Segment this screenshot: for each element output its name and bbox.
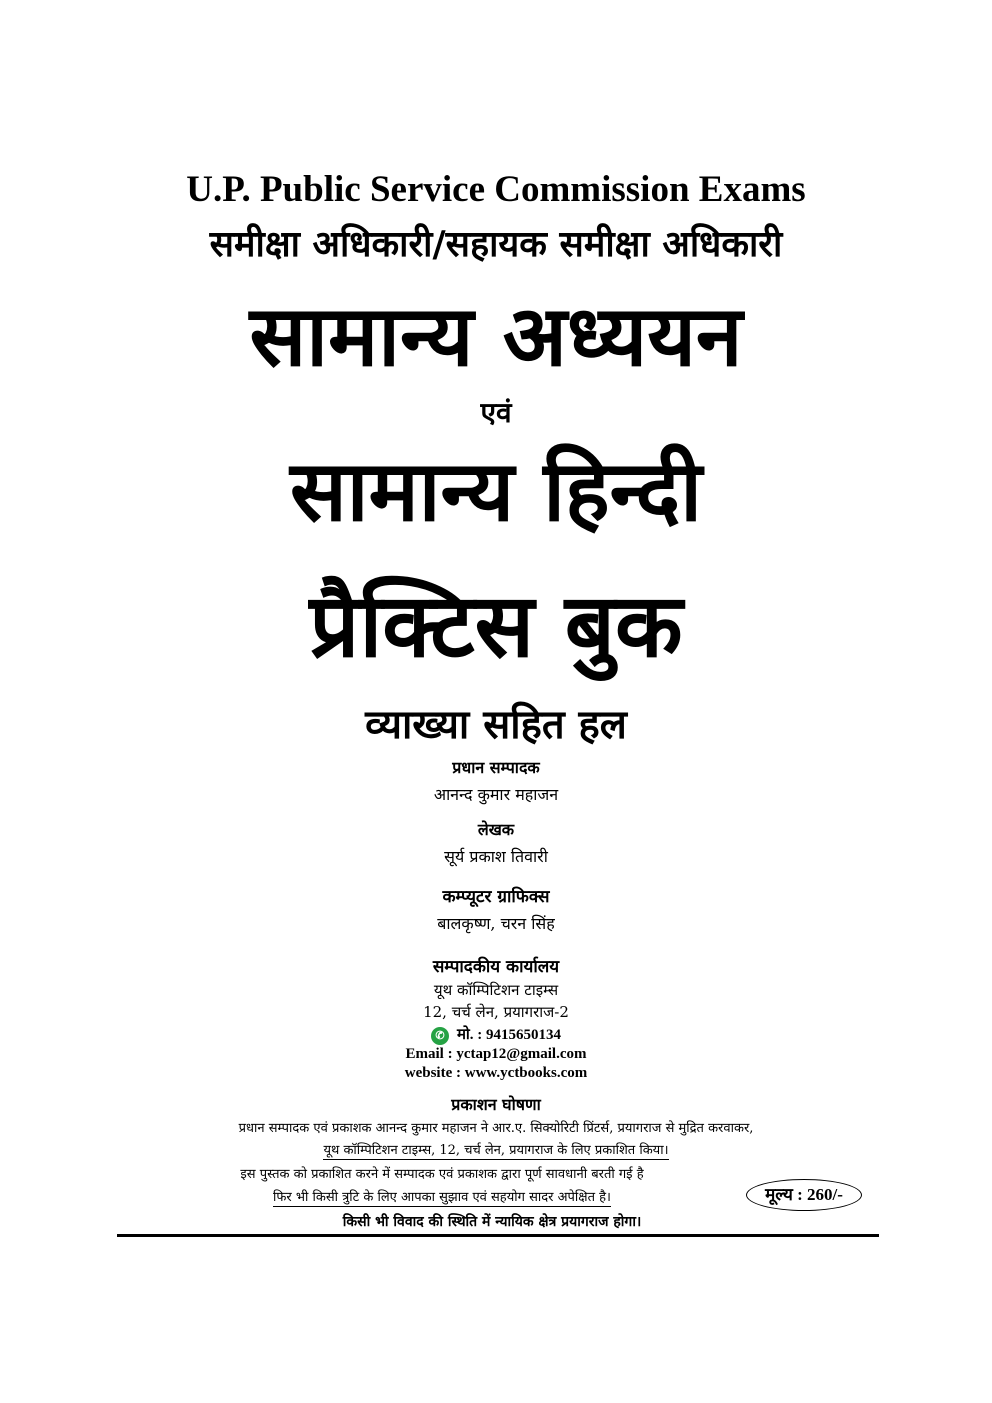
chief-editor: आनन्द कुमार महाजन — [433, 785, 559, 804]
publication-line1: प्रधान सम्पादक एवं प्रकाशक आनन्द कुमार म… — [238, 1121, 754, 1136]
title-conjunction: एवं — [480, 396, 512, 429]
book-subtitle: व्याख्या सहित हल — [365, 702, 627, 748]
price-badge: मूल्य : 260/- — [746, 1179, 862, 1211]
graphics-label: कम्प्यूटर ग्राफिक्स — [442, 887, 550, 907]
bottom-rule — [117, 1234, 879, 1237]
publication-line3: इस पुस्तक को प्रकाशित करने में सम्पादक ए… — [240, 1167, 644, 1182]
chief-editor-label: प्रधान सम्पादक — [452, 758, 540, 777]
book-title-line2: सामान्य हिन्दी — [290, 442, 702, 540]
jurisdiction-note: किसी भी विवाद की स्थिति में न्यायिक क्षे… — [342, 1214, 642, 1230]
whatsapp-icon: ✆ — [430, 1026, 449, 1045]
post-title: समीक्षा अधिकारी/सहायक समीक्षा अधिकारी — [209, 224, 783, 265]
book-title-line3: प्रैक्टिस बुक — [309, 574, 683, 677]
phone: मो. : 9415650134 — [456, 1027, 562, 1043]
website: website : www.yctbooks.com — [404, 1065, 588, 1081]
office-address: 12, चर्च लेन, प्रयागराज-2 — [423, 1003, 569, 1021]
publication-line2: यूथ कॉम्पिटिशन टाइम्स, 12, चर्च लेन, प्र… — [323, 1140, 669, 1160]
author-label: लेखक — [477, 820, 515, 839]
office-label: सम्पादकीय कार्यालय — [432, 957, 560, 977]
publication-line4: फिर भी किसी त्रुटि के लिए आपका सुझाव एवं… — [273, 1187, 611, 1207]
publication-label: प्रकाशन घोषणा — [451, 1095, 541, 1114]
email: Email : yctap12@gmail.com — [405, 1046, 587, 1062]
book-title-line1: सामान्य अध्ययन — [249, 287, 743, 385]
exam-title: U.P. Public Service Commission Exams — [186, 169, 806, 210]
author: सूर्य प्रकाश तिवारी — [444, 847, 548, 866]
phone-row: ✆ मो. : 9415650134 — [0, 1024, 992, 1045]
office-name: यूथ कॉम्पिटिशन टाइम्स — [433, 981, 559, 999]
graphics: बालकृष्ण, चरन सिंह — [437, 914, 555, 933]
